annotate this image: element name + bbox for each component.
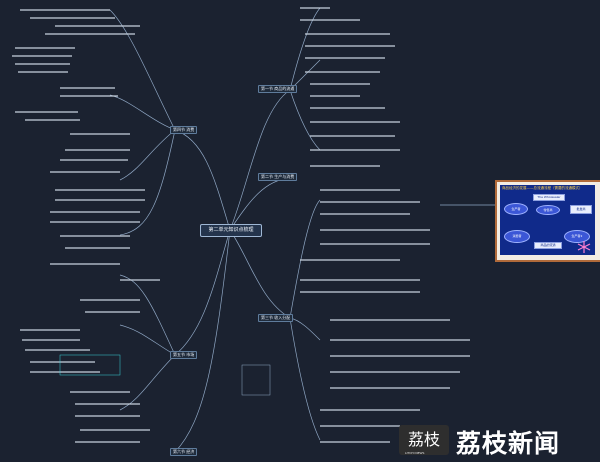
flow-node-producer: 生产者 [504, 203, 528, 215]
branch-1[interactable]: 第一节 商品的流通 [258, 85, 298, 93]
connectors [109, 7, 495, 453]
flow-node-wholesaler: The Wholesaler [533, 194, 565, 201]
flow-node-consumer: 消费者 [504, 230, 530, 243]
flow-node-producer-2: 生产者2 [564, 230, 590, 243]
branch-2[interactable]: 第二节 生产与消费 [258, 173, 298, 181]
branch-5[interactable]: 第五节 市场 [170, 351, 198, 359]
litchi-news-logo: 荔枝 [399, 425, 449, 455]
logo-subtitle: LITCHI NEWS [405, 451, 425, 455]
text-strokes [12, 7, 470, 443]
branch-6[interactable]: 第六节 经济 [170, 448, 198, 456]
flow-node-circulation: 商品的流通 [534, 242, 562, 249]
flow-node-retailer: 零售商 [536, 205, 560, 215]
branch-4[interactable]: 第四节 消费 [170, 126, 198, 134]
snowflake-icon [577, 241, 591, 253]
flow-diagram-panel: 商品经济的发展——总流通流程（需要的流通模式） The Wholesaler 生… [495, 180, 600, 262]
central-topic[interactable]: 第二单元知识点梳理 [200, 224, 262, 237]
watermark-brand: 荔枝新闻 [456, 429, 561, 458]
branch-3[interactable]: 第三节 收入分配 [258, 314, 294, 322]
flow-node-wholesale: 批发商 [570, 205, 592, 214]
panel-title: 商品经济的发展——总流通流程（需要的流通模式） [502, 186, 583, 190]
svg-text:荔枝: 荔枝 [408, 430, 440, 449]
flow-diagram: 商品经济的发展——总流通流程（需要的流通模式） The Wholesaler 生… [500, 185, 595, 255]
